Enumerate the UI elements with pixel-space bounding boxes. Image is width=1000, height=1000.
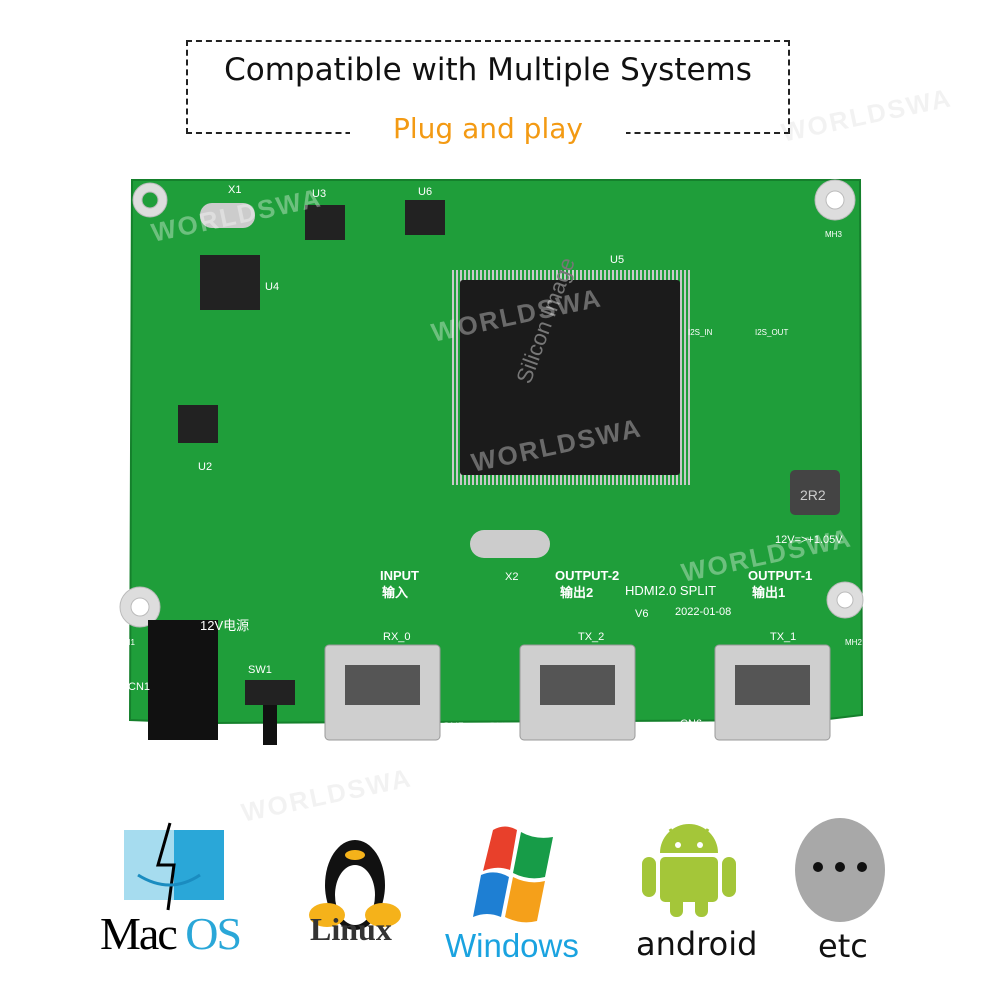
android-label: android (636, 925, 758, 963)
board-model: HDMI2.0 SPLIT (625, 583, 716, 598)
chip-u6 (405, 200, 445, 235)
linux-label: Linux (310, 911, 392, 947)
output1-cn: 输出1 (752, 585, 785, 600)
chip-u3 (305, 205, 345, 240)
mh2-label: MH2 (845, 638, 862, 647)
tux-penguin-icon (309, 840, 401, 930)
i2s-out-label: I2S_OUT (755, 328, 788, 337)
rx0-label: RX_0 (383, 631, 411, 643)
v6-label: V6 (635, 608, 648, 620)
android-robot-icon (642, 824, 736, 917)
mh1-label: MH1 (118, 638, 135, 647)
output2-cn: 输出2 (560, 585, 593, 600)
linux-logo: Linux (305, 815, 405, 947)
output2-label: OUTPUT-2 (555, 568, 619, 583)
u2-label: U2 (198, 461, 212, 473)
macos-label-mac: Mac (100, 908, 178, 959)
macos-logo: Mac OS (100, 815, 260, 959)
cn1-label: CN1 (128, 681, 150, 693)
header-title: Compatible with Multiple Systems (224, 52, 752, 88)
u3-label: U3 (312, 188, 326, 200)
u5-label: U5 (610, 254, 624, 266)
android-logo: android (630, 815, 757, 963)
pcb-board: Silicon Image 2R2 INPUT 输入 OUTPUT-2 输出2 … (118, 179, 864, 745)
input-cn: 输入 (382, 585, 408, 600)
watermark: WORLDSWA (778, 82, 955, 148)
crystal-x1 (200, 203, 255, 228)
sw1-label: SW1 (248, 664, 272, 676)
x2-label: X2 (505, 571, 518, 583)
cn7-label: CN7 (488, 721, 510, 733)
tx2-label: TX_2 (578, 631, 604, 643)
x1-label: X1 (228, 184, 241, 196)
windows-logo: Windows (445, 815, 585, 964)
header-subtitle: Plug and play (350, 112, 626, 145)
tx1-label: TX_1 (770, 631, 796, 643)
etc-logo: etc (790, 815, 890, 965)
board-date: 2022-01-08 (675, 606, 731, 618)
more-dots-icon (795, 818, 885, 922)
chip-u4 (200, 255, 260, 310)
windows-flag-icon (473, 826, 553, 923)
mh3-label: MH3 (825, 230, 842, 239)
regulator-label: 12V=>+1.05V (775, 534, 843, 546)
finder-icon (124, 822, 224, 911)
u4-label: U4 (265, 281, 279, 293)
reset-switch (245, 680, 295, 705)
etc-label: etc (818, 927, 868, 965)
u6-label: U6 (418, 186, 432, 198)
input-label: INPUT (380, 568, 419, 583)
windows-label: Windows (445, 927, 579, 964)
cn5-label: CN5 (442, 721, 464, 733)
output1-label: OUTPUT-1 (748, 568, 812, 583)
crystal-x2 (470, 530, 550, 558)
macos-label-os: OS (185, 908, 242, 959)
power-label: 12V电源 (200, 618, 249, 633)
chip-u2 (178, 405, 218, 443)
dc-jack (148, 620, 218, 740)
cn6-label: CN6 (680, 718, 702, 730)
i2s-in-label: I2S_IN (688, 328, 713, 337)
inductor-label: 2R2 (800, 487, 826, 503)
inductor (790, 470, 840, 515)
